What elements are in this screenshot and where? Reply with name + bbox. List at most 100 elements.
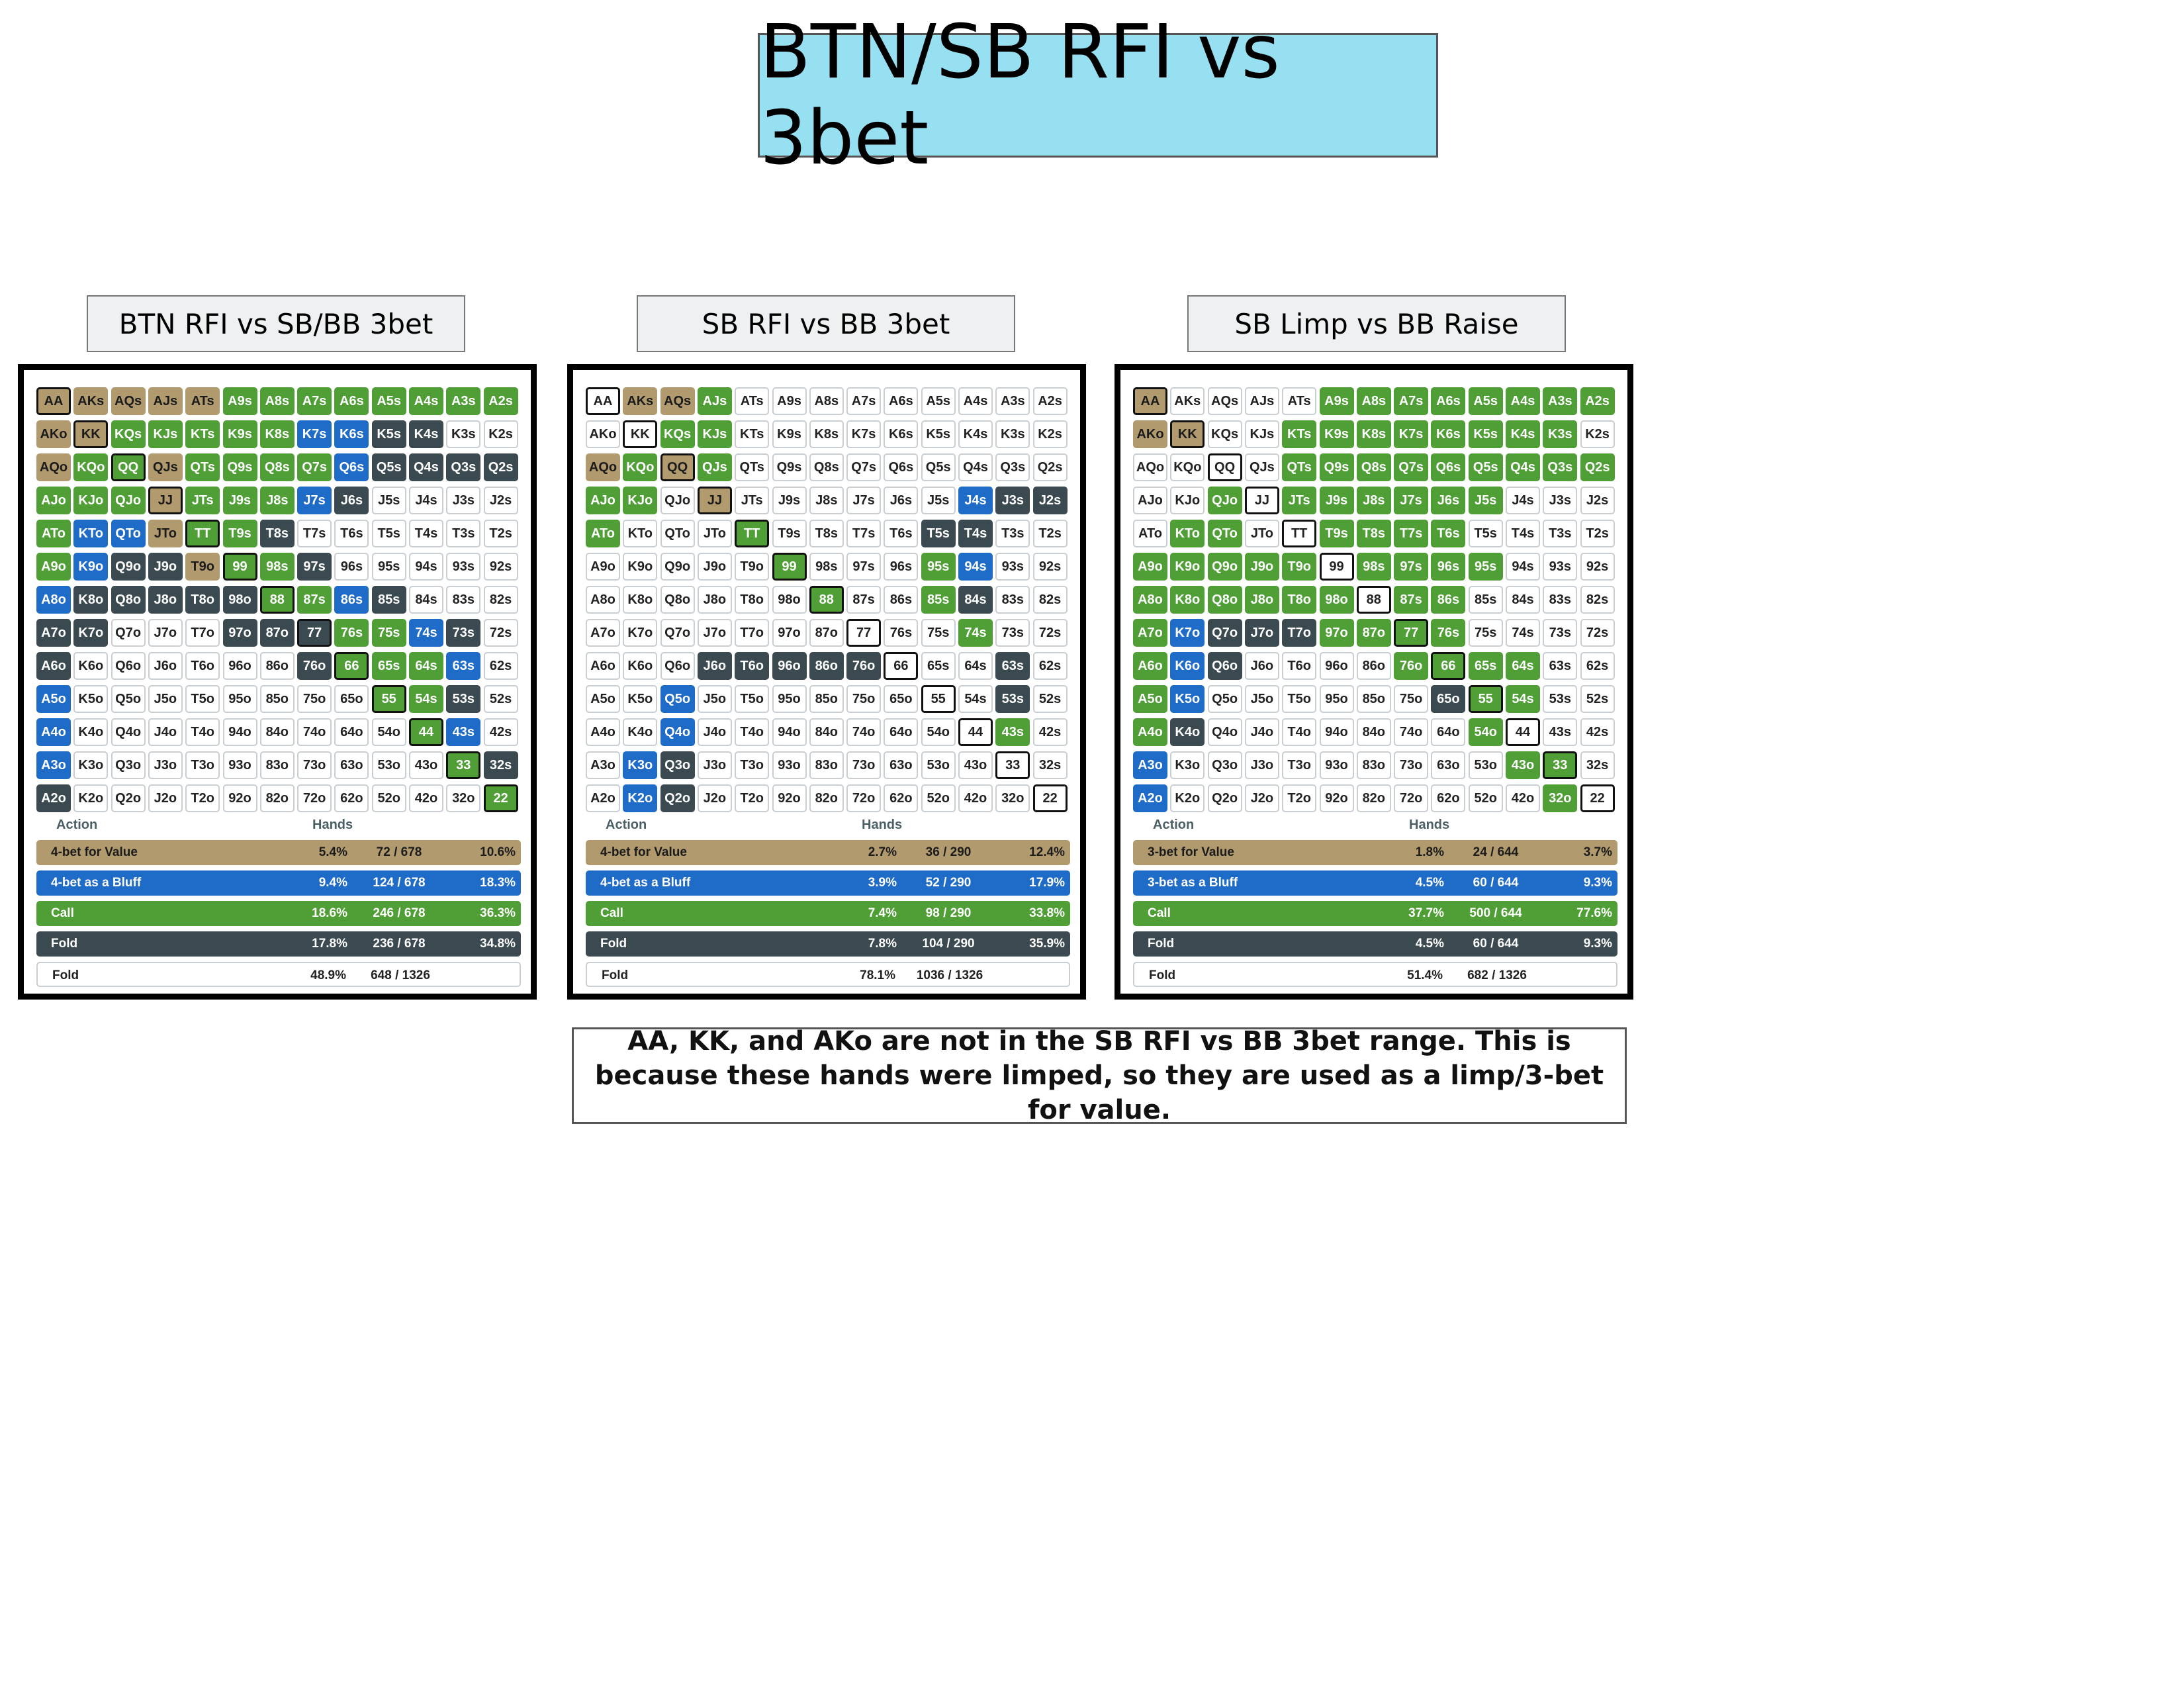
hand-cell-T5s[interactable]: T5s [371,520,406,547]
hand-cell-A9o[interactable]: A9o [1133,553,1167,581]
hand-cell-A6s[interactable]: A6s [1431,387,1466,415]
hand-cell-76o[interactable]: 76o [846,652,882,680]
hand-cell-Q5s[interactable]: Q5s [1468,453,1503,481]
hand-cell-A6o[interactable]: A6o [586,652,620,680]
hand-cell-T7o[interactable]: T7o [185,619,220,647]
hand-cell-43s[interactable]: 43s [995,718,1030,746]
hand-cell-J9o[interactable]: J9o [1244,553,1279,581]
hand-cell-K9o[interactable]: K9o [1170,553,1205,581]
hand-cell-62s[interactable]: 62s [1032,652,1068,680]
hand-cell-98o[interactable]: 98o [1319,586,1354,614]
hand-cell-76o[interactable]: 76o [1394,652,1429,680]
hand-cell-96o[interactable]: 96o [1319,652,1354,680]
hand-cell-KTs[interactable]: KTs [185,420,220,448]
hand-cell-72s[interactable]: 72s [1032,619,1068,647]
hand-cell-73o[interactable]: 73o [297,751,332,779]
hand-cell-97o[interactable]: 97o [1319,619,1354,647]
hand-cell-K4o[interactable]: K4o [623,718,658,746]
hand-cell-A3s[interactable]: A3s [995,387,1030,415]
hand-cell-A6s[interactable]: A6s [884,387,919,415]
hand-cell-K3s[interactable]: K3s [995,420,1030,448]
hand-cell-99[interactable]: 99 [772,553,807,581]
hand-cell-K3o[interactable]: K3o [73,751,109,779]
hand-cell-43o[interactable]: 43o [409,751,443,779]
hand-cell-Q6s[interactable]: Q6s [334,453,369,481]
hand-cell-T9o[interactable]: T9o [185,553,220,581]
hand-cell-A7o[interactable]: A7o [586,619,620,647]
hand-cell-K4s[interactable]: K4s [409,420,443,448]
hand-cell-93o[interactable]: 93o [1319,751,1354,779]
hand-cell-T9s[interactable]: T9s [772,520,807,547]
hand-cell-32s[interactable]: 32s [483,751,518,779]
hand-cell-QTs[interactable]: QTs [735,453,770,481]
hand-cell-A4s[interactable]: A4s [409,387,443,415]
hand-cell-32s[interactable]: 32s [1032,751,1068,779]
hand-cell-T3s[interactable]: T3s [1543,520,1578,547]
hand-cell-K2o[interactable]: K2o [1170,784,1205,812]
hand-cell-T8s[interactable]: T8s [1356,520,1391,547]
hand-cell-87s[interactable]: 87s [846,586,882,614]
hand-cell-63o[interactable]: 63o [334,751,369,779]
hand-cell-Q9o[interactable]: Q9o [660,553,695,581]
hand-cell-K4o[interactable]: K4o [1170,718,1205,746]
hand-cell-J2s[interactable]: J2s [483,487,518,514]
hand-cell-KQo[interactable]: KQo [73,453,109,481]
hand-cell-96o[interactable]: 96o [222,652,257,680]
hand-cell-92o[interactable]: 92o [772,784,807,812]
hand-cell-92o[interactable]: 92o [222,784,257,812]
hand-cell-96s[interactable]: 96s [334,553,369,581]
hand-cell-99[interactable]: 99 [1319,553,1354,581]
hand-cell-Q6o[interactable]: Q6o [111,652,146,680]
hand-cell-A8o[interactable]: A8o [586,586,620,614]
hand-cell-ATs[interactable]: ATs [1282,387,1317,415]
hand-cell-32o[interactable]: 32o [446,784,481,812]
hand-cell-93s[interactable]: 93s [446,553,481,581]
hand-cell-A5s[interactable]: A5s [921,387,956,415]
hand-cell-82o[interactable]: 82o [809,784,844,812]
hand-cell-Q9s[interactable]: Q9s [1319,453,1354,481]
hand-cell-K5o[interactable]: K5o [623,685,658,713]
hand-cell-63s[interactable]: 63s [995,652,1030,680]
hand-cell-55[interactable]: 55 [921,685,956,713]
hand-cell-86o[interactable]: 86o [259,652,295,680]
hand-cell-AQo[interactable]: AQo [586,453,620,481]
hand-cell-K9o[interactable]: K9o [73,553,109,581]
hand-cell-J2s[interactable]: J2s [1032,487,1068,514]
hand-cell-KQs[interactable]: KQs [1207,420,1242,448]
hand-cell-82s[interactable]: 82s [1580,586,1615,614]
hand-cell-TT[interactable]: TT [185,520,220,547]
hand-cell-92s[interactable]: 92s [483,553,518,581]
hand-cell-75o[interactable]: 75o [297,685,332,713]
hand-cell-QTs[interactable]: QTs [185,453,220,481]
hand-cell-KK[interactable]: KK [73,420,109,448]
hand-cell-QJs[interactable]: QJs [1244,453,1279,481]
hand-cell-Q9o[interactable]: Q9o [1207,553,1242,581]
hand-cell-A8s[interactable]: A8s [259,387,295,415]
hand-cell-95s[interactable]: 95s [371,553,406,581]
hand-cell-32o[interactable]: 32o [1543,784,1578,812]
hand-cell-72o[interactable]: 72o [297,784,332,812]
hand-cell-76s[interactable]: 76s [884,619,919,647]
hand-cell-K2s[interactable]: K2s [1580,420,1615,448]
hand-cell-J5s[interactable]: J5s [371,487,406,514]
hand-cell-33[interactable]: 33 [1543,751,1578,779]
hand-cell-A4o[interactable]: A4o [586,718,620,746]
hand-cell-KTs[interactable]: KTs [735,420,770,448]
hand-cell-Q3s[interactable]: Q3s [446,453,481,481]
hand-cell-T7o[interactable]: T7o [1282,619,1317,647]
hand-cell-ATo[interactable]: ATo [36,520,71,547]
hand-cell-T4s[interactable]: T4s [409,520,443,547]
hand-cell-85o[interactable]: 85o [1356,685,1391,713]
hand-cell-KK[interactable]: KK [623,420,658,448]
hand-cell-T3s[interactable]: T3s [995,520,1030,547]
hand-cell-J7o[interactable]: J7o [148,619,183,647]
hand-cell-44[interactable]: 44 [958,718,993,746]
hand-cell-76s[interactable]: 76s [334,619,369,647]
hand-cell-J5s[interactable]: J5s [1468,487,1503,514]
hand-cell-T6s[interactable]: T6s [884,520,919,547]
hand-cell-44[interactable]: 44 [409,718,443,746]
hand-cell-T3s[interactable]: T3s [446,520,481,547]
hand-cell-T6o[interactable]: T6o [1282,652,1317,680]
hand-cell-42o[interactable]: 42o [1506,784,1540,812]
hand-cell-K9s[interactable]: K9s [772,420,807,448]
